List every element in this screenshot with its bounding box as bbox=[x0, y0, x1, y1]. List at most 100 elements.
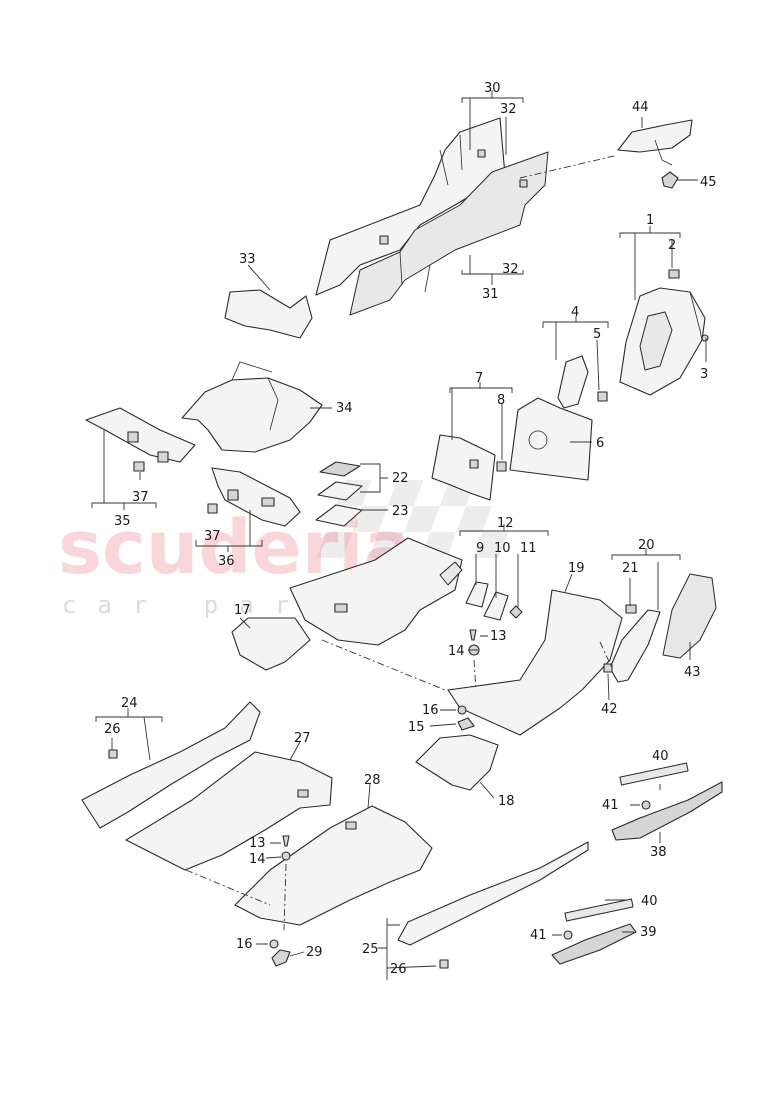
callout-37a: 37 bbox=[132, 490, 149, 505]
part-38 bbox=[611, 781, 723, 841]
callout-2: 2 bbox=[668, 238, 676, 253]
part-25 bbox=[397, 841, 589, 946]
callout-14a: 14 bbox=[448, 644, 465, 659]
part-8 bbox=[496, 461, 507, 472]
part-2 bbox=[668, 269, 680, 279]
callout-11: 11 bbox=[520, 541, 537, 556]
callout-15: 15 bbox=[408, 720, 425, 735]
callout-33: 33 bbox=[239, 252, 256, 267]
callout-40b: 40 bbox=[641, 894, 658, 909]
part-40-a bbox=[619, 762, 689, 786]
part-12-carpet bbox=[289, 537, 463, 646]
part-7 bbox=[431, 434, 496, 501]
part-39 bbox=[551, 923, 637, 965]
callout-6: 6 bbox=[596, 436, 604, 451]
part-44 bbox=[617, 119, 693, 166]
callout-37b: 37 bbox=[204, 529, 221, 544]
watermark-checker bbox=[316, 480, 509, 558]
callout-44: 44 bbox=[632, 100, 649, 115]
part-40-b bbox=[564, 898, 634, 922]
part-11 bbox=[509, 605, 523, 619]
part-42 bbox=[603, 663, 613, 673]
part-45 bbox=[661, 171, 679, 189]
part-17 bbox=[231, 617, 311, 671]
part-10 bbox=[483, 591, 509, 621]
callout-20: 20 bbox=[638, 538, 655, 553]
part-36 bbox=[211, 467, 301, 527]
part-13-14-fastener-b bbox=[281, 835, 291, 861]
part-33 bbox=[224, 289, 313, 339]
callout-45: 45 bbox=[700, 175, 717, 190]
callout-35: 35 bbox=[114, 514, 131, 529]
callout-17: 17 bbox=[234, 603, 251, 618]
callout-29: 29 bbox=[306, 945, 323, 960]
part-24 bbox=[81, 701, 261, 829]
callout-16b: 16 bbox=[236, 937, 253, 952]
part-16-b bbox=[269, 939, 279, 949]
callout-16a: 16 bbox=[422, 703, 439, 718]
callout-22: 22 bbox=[392, 471, 409, 486]
callout-32b: 32 bbox=[502, 262, 519, 277]
callout-21: 21 bbox=[622, 561, 639, 576]
callout-7: 7 bbox=[475, 371, 483, 386]
callout-41a: 41 bbox=[602, 798, 619, 813]
part-26-b bbox=[439, 959, 449, 969]
part-4-seal bbox=[557, 355, 589, 409]
callout-25: 25 bbox=[362, 942, 379, 957]
part-18 bbox=[415, 734, 499, 791]
callout-34: 34 bbox=[336, 401, 353, 416]
callout-42: 42 bbox=[601, 702, 618, 717]
part-41-a bbox=[641, 800, 651, 810]
callout-1: 1 bbox=[646, 213, 654, 228]
callout-18: 18 bbox=[498, 794, 515, 809]
part-28-mat bbox=[234, 805, 433, 926]
part-20-rail bbox=[609, 609, 661, 683]
part-1-console bbox=[619, 287, 706, 396]
callout-10: 10 bbox=[494, 541, 511, 556]
callout-3: 3 bbox=[700, 367, 708, 382]
callout-39: 39 bbox=[640, 925, 657, 940]
callout-26a: 26 bbox=[104, 722, 121, 737]
callout-28: 28 bbox=[364, 773, 381, 788]
part-22 bbox=[317, 461, 363, 501]
part-6 bbox=[509, 397, 593, 481]
callout-32a: 32 bbox=[500, 102, 517, 117]
callout-41b: 41 bbox=[530, 928, 547, 943]
part-37-clip-b bbox=[207, 503, 218, 514]
callout-4: 4 bbox=[571, 305, 579, 320]
part-21 bbox=[625, 604, 637, 614]
part-13-14-fastener-a bbox=[468, 629, 480, 656]
callout-40a: 40 bbox=[652, 749, 669, 764]
callout-24: 24 bbox=[121, 696, 138, 711]
part-35 bbox=[85, 407, 196, 463]
callout-23: 23 bbox=[392, 504, 409, 519]
leader-lines bbox=[91, 90, 707, 980]
part-41-b bbox=[563, 930, 573, 940]
part-34 bbox=[181, 361, 323, 453]
part-27-mat bbox=[125, 751, 333, 871]
callout-31: 31 bbox=[482, 287, 499, 302]
callout-38: 38 bbox=[650, 845, 667, 860]
callout-43: 43 bbox=[684, 665, 701, 680]
part-16-a bbox=[457, 705, 467, 715]
callout-30: 30 bbox=[484, 81, 501, 96]
callout-26b: 26 bbox=[390, 962, 407, 977]
part-9 bbox=[465, 581, 489, 608]
callout-12: 12 bbox=[497, 516, 514, 531]
callout-labels: 1 2 3 4 5 6 7 8 9 10 11 12 13 14 15 16 1… bbox=[104, 81, 717, 977]
part-19-carpet bbox=[447, 589, 623, 736]
part-tunnel-trim bbox=[315, 117, 549, 316]
callout-5: 5 bbox=[593, 327, 601, 342]
callout-13b: 13 bbox=[249, 836, 266, 851]
callout-27: 27 bbox=[294, 731, 311, 746]
part-5 bbox=[597, 391, 608, 402]
callout-14b: 14 bbox=[249, 852, 266, 867]
callout-13a: 13 bbox=[490, 629, 507, 644]
part-26-a bbox=[108, 749, 118, 759]
part-43 bbox=[662, 573, 717, 659]
part-37-clip-a bbox=[133, 461, 145, 472]
callout-19: 19 bbox=[568, 561, 585, 576]
callout-9: 9 bbox=[476, 541, 484, 556]
part-15 bbox=[457, 717, 475, 731]
